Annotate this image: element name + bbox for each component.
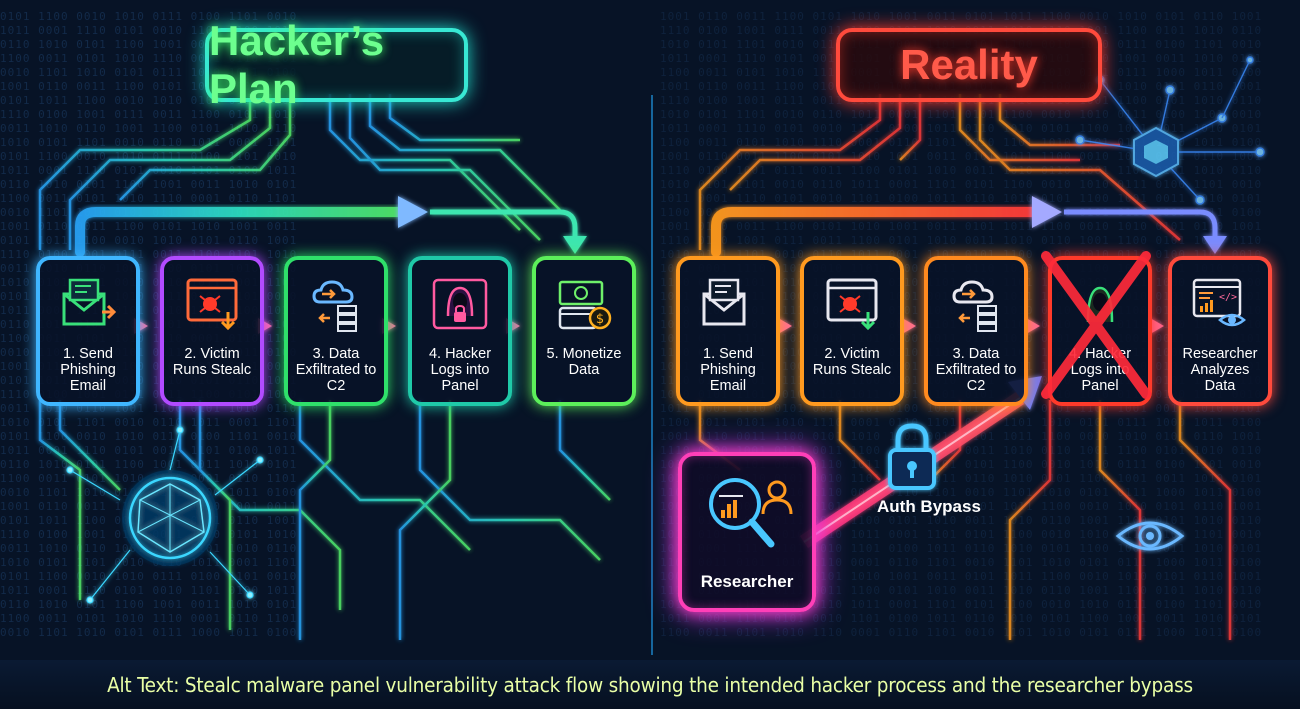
email-icon (62, 278, 117, 326)
hacker-icon (432, 278, 488, 330)
step-label: 4. Hacker Logs into Panel (428, 346, 492, 394)
step-label: 3. Data Exfiltrated to C2 (935, 346, 1017, 394)
svg-text:</>: </> (1219, 292, 1237, 303)
reality-step-send-phishing-email: 1. Send Phishing Email (676, 256, 780, 406)
plan-step-data-exfiltrated: 3. Data Exfiltrated to C2 (284, 256, 388, 406)
money-icon: $ (558, 280, 612, 330)
malware-window-icon (826, 278, 878, 331)
network-sphere-icon (66, 426, 264, 604)
email-icon (702, 278, 746, 326)
network-graph-icon (1075, 56, 1265, 205)
step-label: Researcher Analyzes Data (1182, 346, 1258, 394)
researcher-card: Researcher (678, 452, 816, 612)
step-label: 2. Victim Runs Stealc (172, 346, 252, 378)
step-label: 3. Data Exfiltrated to C2 (295, 346, 377, 394)
step-label: 2. Victim Runs Stealc (812, 346, 892, 378)
hackers-plan-title: Hacker’s Plan (205, 17, 468, 112)
plan-step-send-phishing-email: 1. Send Phishing Email (36, 256, 140, 406)
eye-icon (1115, 521, 1185, 551)
researcher-label: Researcher (700, 572, 794, 591)
cloud-server-icon (952, 280, 997, 332)
plan-step-monetize-data: $ 5. Monetize Data (532, 256, 636, 406)
alt-text-caption: Alt Text: Stealc malware panel vulnerabi… (0, 660, 1300, 709)
reality-title: Reality (836, 28, 1102, 102)
reality-step-researcher-analyzes-data: </> Researcher Analyzes Data (1168, 256, 1272, 406)
reality-step-victim-runs-stealc: 2. Victim Runs Stealc (800, 256, 904, 406)
reality-flow-arrow (711, 207, 1039, 257)
plan-flow-arrow (75, 207, 405, 257)
padlock-icon (888, 423, 936, 490)
step-label: 5. Monetize Data (546, 346, 622, 378)
dashboard-icon: </> (1192, 278, 1246, 327)
step-label: 1. Send Phishing Email (60, 346, 116, 394)
crossed-out-x-icon (1041, 251, 1151, 399)
step-label: 1. Send Phishing Email (700, 346, 756, 394)
magnifier-researcher-icon (709, 478, 793, 548)
malware-window-icon (186, 278, 238, 331)
reality-step-data-exfiltrated: 3. Data Exfiltrated to C2 (924, 256, 1028, 406)
cloud-server-icon (312, 280, 357, 332)
auth-bypass-label: Auth Bypass (877, 497, 981, 516)
svg-text:$: $ (596, 312, 604, 327)
plan-step-hacker-logs-into-panel: 4. Hacker Logs into Panel (408, 256, 512, 406)
plan-step-victim-runs-stealc: 2. Victim Runs Stealc (160, 256, 264, 406)
reality-step-hacker-logs-into-panel: 4. Hacker Logs into Panel (1041, 251, 1152, 406)
